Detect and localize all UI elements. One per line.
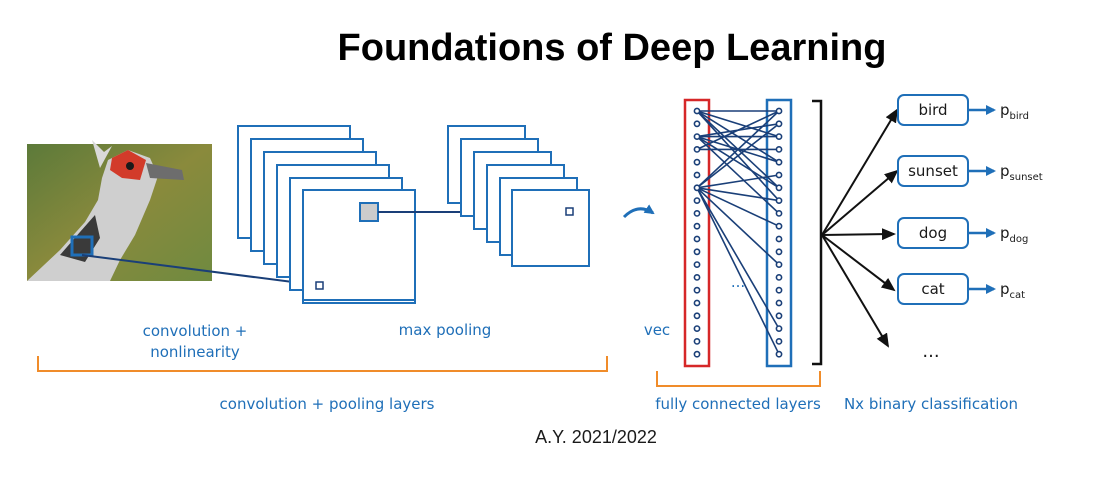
conv-feature-maps (237, 125, 416, 304)
vector-node (693, 197, 701, 204)
fc-ellipsis: ... (731, 273, 745, 291)
fc-connection (696, 110, 780, 151)
vector-node (693, 133, 701, 140)
fc-connection (696, 187, 780, 227)
hidden-node (775, 158, 783, 166)
fc-connection (696, 110, 780, 138)
fc-connection (696, 187, 780, 330)
hidden-node (775, 120, 783, 128)
vector-node (693, 350, 701, 358)
class-output-sunset: sunset psunset (897, 155, 1043, 187)
hidden-node (775, 209, 783, 217)
flattened-vector (683, 98, 711, 368)
vector-node (693, 158, 701, 166)
conv-projection-arrow (81, 254, 318, 289)
class-probability: pdog (1000, 224, 1028, 245)
vector-node (693, 261, 701, 268)
class-probability: psunset (1000, 162, 1043, 183)
class-output-cat: cat pcat (897, 273, 1025, 305)
fc-connection (696, 135, 780, 189)
vector-node (693, 184, 701, 192)
fan-arrow (821, 169, 899, 236)
hidden-node (775, 107, 783, 115)
fc-connection (696, 123, 780, 189)
nx-binary-label: Nx binary classification (844, 395, 1018, 413)
pool-map (511, 189, 590, 267)
page-title: Foundations of Deep Learning (338, 27, 887, 69)
fc-connection (696, 187, 780, 266)
fully-connected-label: fully connected layers (655, 395, 821, 413)
hidden-layer (765, 98, 793, 368)
class-probability: pcat (1000, 280, 1025, 301)
vector-node (693, 171, 701, 179)
conv-output-unit (315, 281, 324, 290)
fan-arrow (821, 234, 890, 348)
hidden-node (775, 248, 783, 256)
class-label: dog (919, 224, 947, 242)
fc-bracket (656, 371, 821, 387)
class-probability: pbird (1000, 101, 1029, 122)
conv-pool-bracket (37, 356, 608, 372)
fan-arrow (821, 108, 899, 236)
vector-node (693, 209, 701, 217)
fan-arrow (821, 234, 896, 292)
fan-arrow (821, 228, 896, 241)
classification-fan (821, 108, 899, 348)
hidden-node (775, 171, 783, 179)
academic-year: A.Y. 2021/2022 (535, 427, 657, 447)
hidden-node (775, 222, 783, 230)
max-pooling-label: max pooling (399, 321, 492, 339)
vector-node (693, 286, 701, 294)
hidden-node (775, 273, 783, 281)
hidden-node (775, 299, 783, 307)
class-label: sunset (908, 162, 958, 180)
class-outputs: bird pbird sunset psunset dog pdog cat pcat (897, 94, 1043, 305)
hidden-node (775, 350, 783, 358)
classes-ellipsis: ... (922, 341, 939, 362)
hidden-node (775, 133, 783, 140)
vector-node (693, 337, 701, 345)
vector-node (693, 107, 701, 115)
class-label: bird (918, 101, 947, 119)
vector-node (693, 235, 701, 243)
convolution-label-line2: nonlinearity (150, 343, 240, 361)
vector-node (693, 145, 701, 153)
vector-node (693, 325, 701, 332)
output-bracket (812, 99, 823, 366)
curved-arrow-icon (622, 204, 655, 219)
fc-connection (696, 174, 780, 189)
class-output-dog: dog pdog (897, 217, 1028, 249)
hidden-node (775, 286, 783, 294)
input-image (27, 140, 212, 281)
hidden-node (775, 235, 783, 243)
hidden-node (775, 261, 783, 268)
hidden-node (775, 197, 783, 204)
hidden-nodes (775, 107, 783, 358)
vector-node (693, 299, 701, 307)
conv-pool-layers-label: convolution + pooling layers (220, 395, 435, 413)
convolution-label-line1: convolution + (143, 322, 248, 340)
pooled-feature-maps (447, 125, 590, 267)
pool-output-unit (565, 207, 574, 216)
vector-node (693, 248, 701, 256)
fc-connections (696, 110, 780, 355)
hidden-node (775, 325, 783, 332)
hidden-node (775, 145, 783, 153)
hidden-node (775, 312, 783, 320)
pooling-window (359, 202, 379, 222)
hidden-node (775, 337, 783, 345)
fc-connection (696, 187, 780, 355)
vector-node (693, 120, 701, 128)
hidden-node (775, 184, 783, 192)
class-output-bird: bird pbird (897, 94, 1029, 126)
vector-node (693, 312, 701, 320)
vector-node (693, 273, 701, 281)
vector-node (693, 222, 701, 230)
class-label: cat (921, 280, 944, 298)
vector-nodes (693, 107, 701, 358)
vec-label: vec (644, 321, 670, 339)
fc-connection (696, 187, 780, 202)
